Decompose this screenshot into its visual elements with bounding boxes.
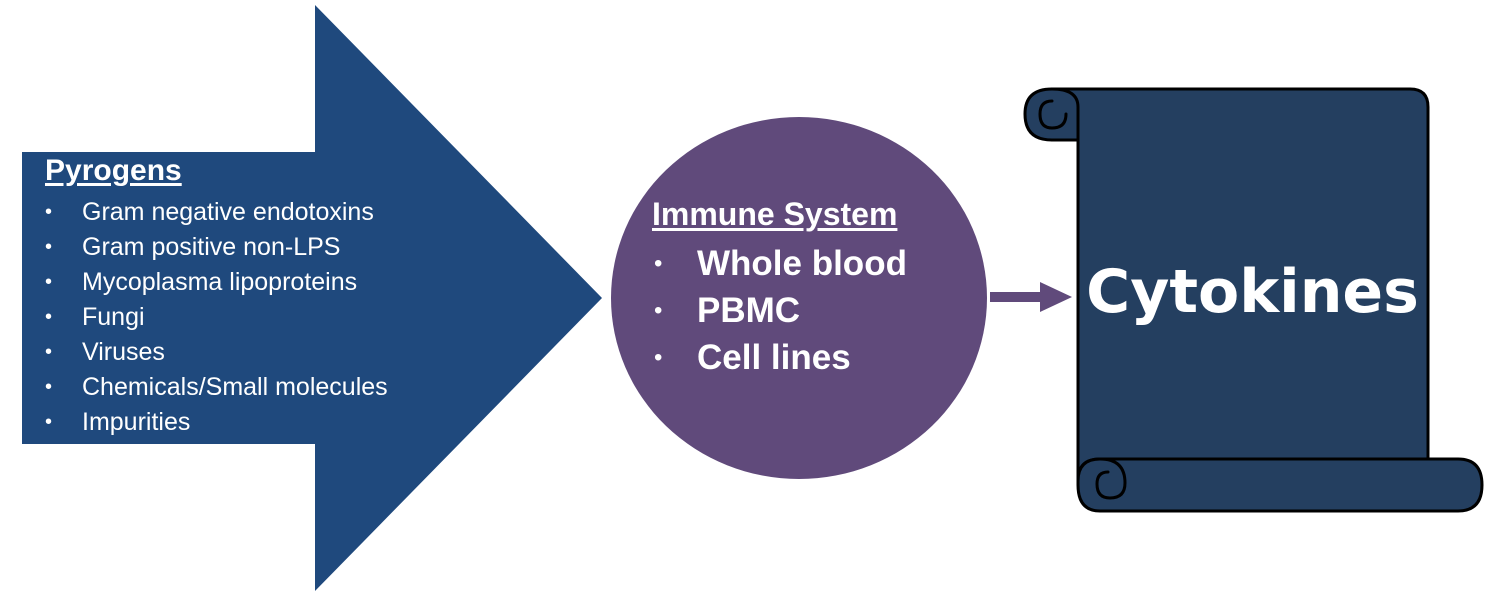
list-item-label: Impurities: [82, 408, 191, 436]
immune-system-title: Immune System: [652, 196, 898, 232]
bullet-icon: •: [45, 411, 53, 433]
pyrogens-title: Pyrogens: [45, 154, 182, 187]
list-item: • Viruses: [45, 335, 388, 370]
bullet-icon: •: [654, 250, 663, 277]
pyrogens-block: Pyrogens • Gram negative endotoxins • Gram…: [45, 156, 388, 440]
bullet-icon: •: [654, 344, 663, 371]
list-item: • PBMC: [652, 287, 907, 334]
connector-arrow: [990, 282, 1072, 312]
immune-system-circle: [611, 117, 987, 479]
list-item: • Fungi: [45, 300, 388, 335]
list-item-label: Gram positive non-LPS: [82, 233, 341, 261]
list-item: • Gram negative endotoxins: [45, 195, 388, 230]
list-item-label: Fungi: [82, 303, 145, 331]
cytokines-label: Cytokines: [1086, 257, 1419, 327]
list-item: • Impurities: [45, 405, 388, 440]
bullet-icon: •: [45, 271, 53, 293]
list-item-label: Gram negative endotoxins: [82, 198, 374, 226]
bullet-icon: •: [654, 297, 663, 324]
bullet-icon: •: [45, 306, 53, 328]
list-item: • Mycoplasma lipoproteins: [45, 265, 388, 300]
output-scroll-shape: [1023, 87, 1484, 513]
immune-system-list: • Whole blood • PBMC • Cell lines: [652, 240, 907, 381]
bullet-icon: •: [45, 236, 53, 258]
list-item-label: Whole blood: [697, 244, 907, 283]
list-item-label: Viruses: [82, 338, 165, 366]
immune-system-block: Immune System • Whole blood • PBMC • Cell l…: [652, 198, 907, 381]
list-item: • Whole blood: [652, 240, 907, 287]
pyrogens-list: • Gram negative endotoxins • Gram positive…: [45, 195, 388, 440]
bullet-icon: •: [45, 376, 53, 398]
list-item: • Cell lines: [652, 334, 907, 381]
list-item: • Gram positive non-LPS: [45, 230, 388, 265]
list-item: • Chemicals/Small molecules: [45, 370, 388, 405]
bullet-icon: •: [45, 201, 53, 223]
bullet-icon: •: [45, 341, 53, 363]
input-arrow-shape: [22, 5, 602, 591]
list-item-label: Mycoplasma lipoproteins: [82, 268, 358, 296]
list-item-label: Chemicals/Small molecules: [82, 373, 388, 401]
list-item-label: Cell lines: [697, 338, 851, 377]
list-item-label: PBMC: [697, 291, 801, 330]
